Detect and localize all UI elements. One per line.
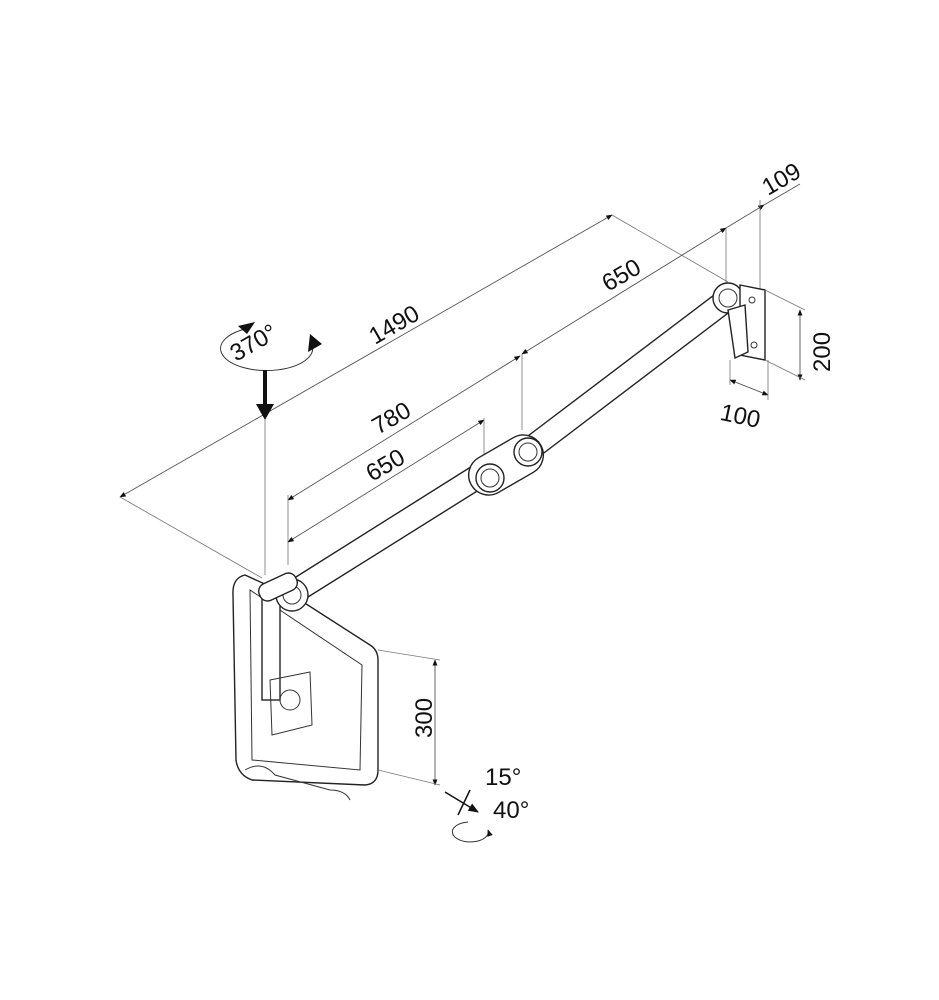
label-bracket-height: 200 [809,332,836,372]
monitor-arm [287,282,744,603]
dimension-bracket-width: 100 [718,360,769,434]
down-arrow-icon [256,404,274,420]
label-reach-to-joint: 780 [368,397,416,440]
monitor-mount [232,572,379,801]
rotation-arrow-icon [238,322,255,334]
dimension-bracket-height: 200 [764,289,836,381]
label-swivel: 40° [493,797,529,824]
label-bracket-width: 100 [718,399,763,434]
label-total-reach: 1490 [365,300,425,350]
rotation-indicator: 370° [220,319,322,575]
label-bracket-depth: 109 [758,158,806,201]
dimension-height-adjust: 300 [377,649,441,786]
wall-bracket [727,284,766,361]
label-rotation: 370° [226,319,282,367]
label-tilt: 15° [485,764,521,791]
label-upper-arm: 650 [598,254,646,297]
tilt-swivel-indicator: 15° 40° [444,764,529,843]
dimension-bracket-depth: 109 [725,158,806,290]
label-height-adjust: 300 [411,698,438,738]
